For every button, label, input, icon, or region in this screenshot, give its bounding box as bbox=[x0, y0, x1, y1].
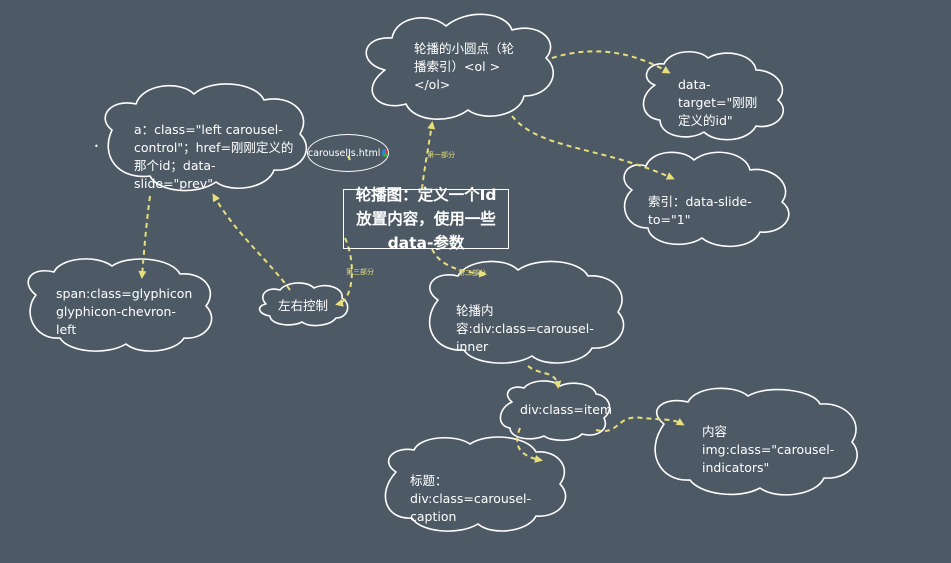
link-item-content bbox=[595, 416, 685, 433]
link-item-caption bbox=[516, 427, 543, 463]
cloud-indicators bbox=[365, 13, 554, 120]
link-center-inner bbox=[431, 248, 487, 278]
central-topic[interactable]: 轮播图：定义一个Id放置内容，使用一些data-参数 bbox=[343, 186, 509, 252]
node-slide-to[interactable]: 索引：data-slide-to="1" bbox=[648, 194, 752, 227]
cloud-data-target bbox=[642, 51, 785, 141]
cloud-left-right bbox=[258, 282, 349, 327]
node-indicators[interactable]: 轮播的小圆点（轮播索引）<ol ></ol> bbox=[414, 41, 515, 92]
link-center-left-right bbox=[335, 237, 353, 307]
link-indicators-data-target bbox=[551, 50, 671, 74]
node-content[interactable]: 内容 img:class="carousel-indicators" bbox=[702, 424, 835, 475]
node-item[interactable]: div:class=item bbox=[520, 402, 613, 417]
node-inner[interactable]: 轮播内容:div:class=carousel-inner bbox=[456, 303, 594, 354]
cloud-control-link bbox=[104, 83, 307, 192]
file-node[interactable]: carouselJs.html bbox=[307, 134, 389, 172]
cloud-inner bbox=[428, 260, 625, 364]
node-data-target[interactable]: data-target="刚刚定义的id" bbox=[678, 77, 758, 128]
html-file-icon bbox=[382, 149, 388, 157]
link-control-span bbox=[138, 195, 151, 279]
edge-label-part2: 第二部分 bbox=[458, 269, 486, 277]
link-inner-item bbox=[527, 365, 562, 389]
link-indicators-slide-to bbox=[511, 115, 675, 180]
edge-label-part1: 第一部分 bbox=[427, 151, 455, 159]
cloud-caption bbox=[384, 436, 567, 532]
cloud-span-icon bbox=[27, 258, 213, 352]
cloud-item bbox=[499, 380, 611, 442]
cloud-slide-to bbox=[623, 151, 790, 248]
file-node-label: carouselJs.html bbox=[308, 147, 381, 159]
node-caption[interactable]: 标题：div:class=carousel-caption bbox=[410, 473, 531, 524]
link-left-right-control bbox=[212, 193, 291, 291]
edge-label-part3: 第三部分 bbox=[346, 268, 374, 276]
cloud-content bbox=[654, 387, 858, 496]
node-left-right[interactable]: 左右控制 bbox=[278, 298, 329, 313]
bullet-marker: • bbox=[94, 142, 99, 151]
node-control-link[interactable]: a：class="left carousel-control"；href=刚刚定… bbox=[134, 122, 294, 191]
link-center-indicators bbox=[421, 121, 436, 190]
node-span-icon[interactable]: span:class=glyphicon glyphicon-chevron-l… bbox=[56, 286, 193, 337]
